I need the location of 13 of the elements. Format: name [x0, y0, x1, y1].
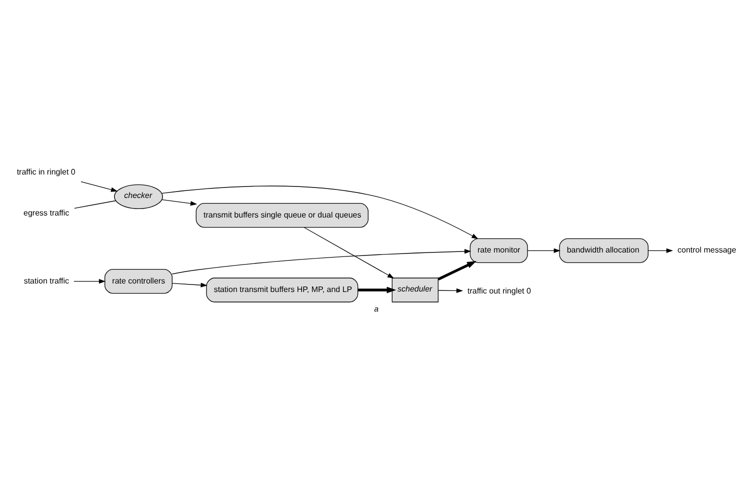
arrow	[304, 227, 394, 278]
arrow	[438, 261, 476, 280]
arrow	[74, 279, 106, 284]
arrow	[172, 282, 208, 288]
arrow	[527, 248, 560, 253]
arrow	[162, 199, 198, 206]
arrow	[648, 248, 674, 253]
arrow	[172, 249, 472, 274]
connector	[74, 200, 116, 209]
arrow	[162, 186, 478, 240]
arrow	[438, 288, 464, 293]
arrow	[80, 181, 118, 192]
arrow	[358, 286, 396, 294]
